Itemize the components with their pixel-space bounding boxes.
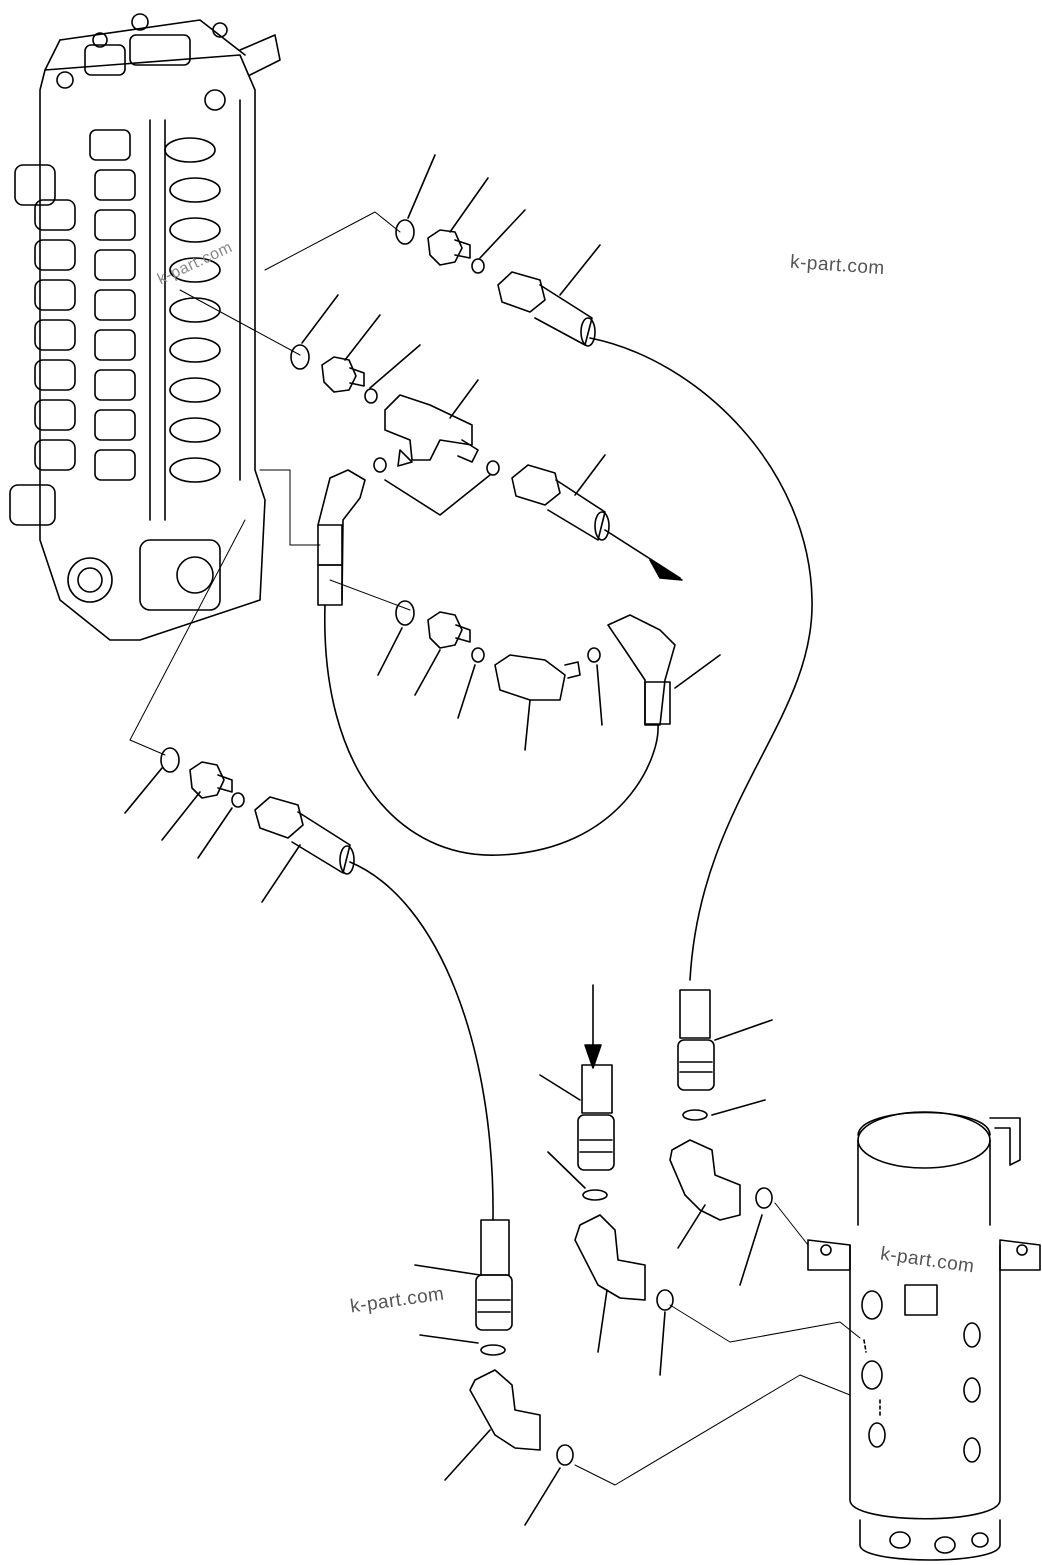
fitting-stack-right <box>669 989 773 1286</box>
hose-loop-assembly <box>317 469 721 856</box>
valve-leader-lines <box>129 211 411 756</box>
fitting-stack-left <box>414 1219 574 1526</box>
control-valve-assembly <box>9 13 281 641</box>
swivel-leader-lines <box>574 1202 861 1486</box>
fitting-row-1 <box>395 154 601 347</box>
swivel-joint <box>807 1111 1041 1561</box>
fitting-row-2 <box>290 294 683 581</box>
fitting-stack-middle <box>539 984 674 1376</box>
fitting-row-3 <box>124 747 494 1221</box>
long-hose <box>589 337 813 981</box>
